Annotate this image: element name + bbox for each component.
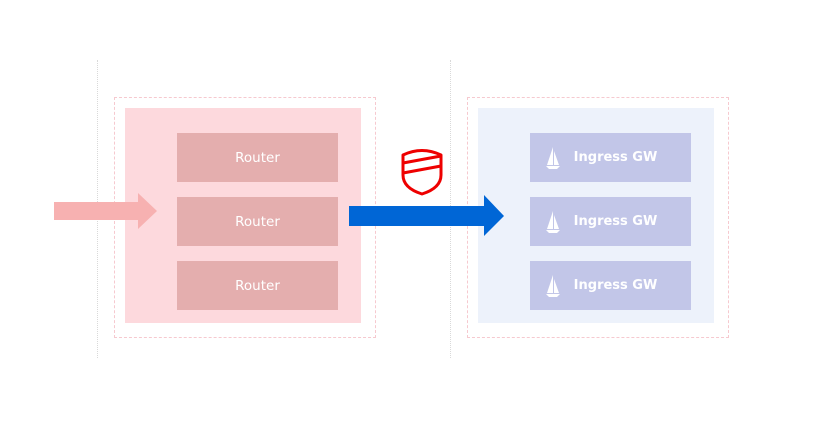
sail-icon	[546, 275, 560, 297]
gateway-label: Ingress GW	[573, 278, 658, 293]
router-label: Router	[235, 213, 280, 230]
gateway-box-1: Ingress GW	[530, 133, 691, 182]
incoming-arrow	[54, 193, 157, 229]
sail-icon	[546, 147, 560, 169]
sail-icon	[546, 211, 560, 233]
gateway-label: Ingress GW	[573, 150, 658, 165]
router-box-2: Router	[177, 197, 338, 246]
main-arrow	[349, 195, 504, 236]
gateway-box-2: Ingress GW	[530, 197, 691, 246]
router-box-3: Router	[177, 261, 338, 310]
gateway-label: Ingress GW	[573, 214, 658, 229]
router-label: Router	[235, 277, 280, 294]
router-label: Router	[235, 149, 280, 166]
gateway-box-3: Ingress GW	[530, 261, 691, 310]
shield-icon	[401, 149, 443, 196]
router-box-1: Router	[177, 133, 338, 182]
